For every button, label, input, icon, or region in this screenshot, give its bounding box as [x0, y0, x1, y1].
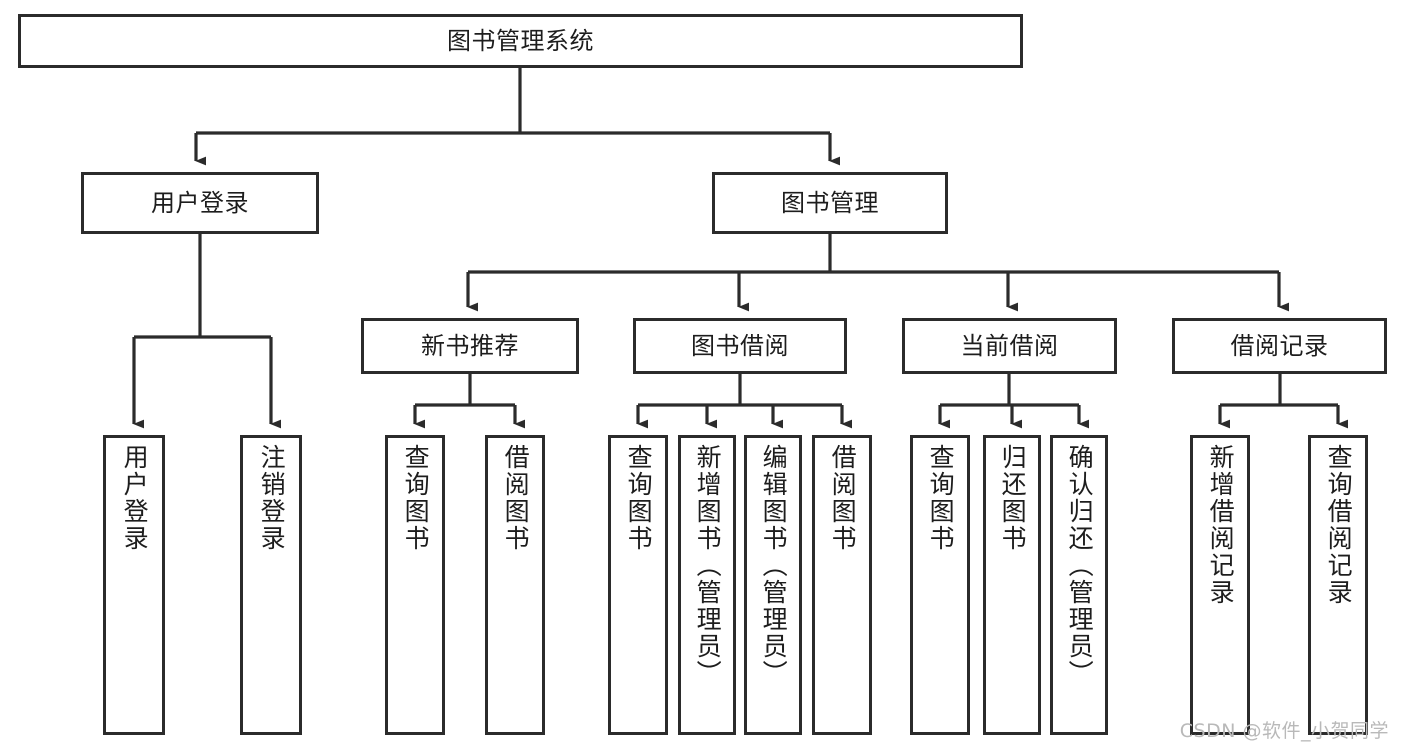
node-leaf-confirm-return[interactable]: 确认归还（管理员） — [1050, 435, 1108, 735]
node-borrow-record[interactable]: 借阅记录 — [1172, 318, 1387, 374]
node-user-login[interactable]: 用户登录 — [81, 172, 319, 234]
node-leaf-edit-book[interactable]: 编辑图书（管理员） — [744, 435, 802, 735]
node-leaf-query-record[interactable]: 查询借阅记录 — [1308, 435, 1368, 735]
node-leaf-return-book[interactable]: 归还图书 — [983, 435, 1041, 735]
node-label-leaf-return-book: 归还图书 — [998, 444, 1028, 552]
node-label-current-borrow: 当前借阅 — [960, 331, 1059, 360]
node-label-leaf-query-book-borrow: 查询图书 — [624, 444, 654, 552]
node-leaf-query-book-rec[interactable]: 查询图书 — [385, 435, 445, 735]
node-leaf-query-book-cur[interactable]: 查询图书 — [910, 435, 970, 735]
node-label-borrow-record: 借阅记录 — [1230, 331, 1329, 360]
node-leaf-user-login[interactable]: 用户登录 — [103, 435, 165, 735]
node-label-leaf-query-book-cur: 查询图书 — [926, 444, 956, 552]
node-current-borrow[interactable]: 当前借阅 — [902, 318, 1117, 374]
node-label-leaf-add-book: 新增图书（管理员） — [693, 444, 723, 687]
node-label-root: 图书管理系统 — [447, 26, 594, 55]
node-leaf-logout[interactable]: 注销登录 — [240, 435, 302, 735]
node-label-leaf-confirm-return: 确认归还（管理员） — [1065, 444, 1095, 687]
node-label-book-borrow: 图书借阅 — [691, 331, 789, 360]
node-leaf-borrow-book[interactable]: 借阅图书 — [812, 435, 872, 735]
node-label-leaf-borrow-book: 借阅图书 — [828, 444, 858, 552]
node-label-leaf-borrow-book-rec: 借阅图书 — [501, 444, 531, 552]
node-leaf-borrow-book-rec[interactable]: 借阅图书 — [485, 435, 545, 735]
csdn-watermark: CSDN @软件_小贺同学 — [1179, 720, 1389, 742]
node-book-manage[interactable]: 图书管理 — [712, 172, 948, 234]
node-label-leaf-logout: 注销登录 — [257, 444, 287, 552]
node-label-leaf-query-book-rec: 查询图书 — [401, 444, 431, 552]
node-leaf-add-book[interactable]: 新增图书（管理员） — [678, 435, 736, 735]
node-root[interactable]: 图书管理系统 — [18, 14, 1023, 68]
node-label-leaf-add-record: 新增借阅记录 — [1206, 444, 1236, 606]
node-label-new-book-rec: 新书推荐 — [421, 331, 519, 360]
node-leaf-add-record[interactable]: 新增借阅记录 — [1190, 435, 1250, 735]
node-label-user-login: 用户登录 — [151, 188, 249, 217]
node-label-leaf-query-record: 查询借阅记录 — [1324, 444, 1354, 606]
node-label-leaf-edit-book: 编辑图书（管理员） — [759, 444, 789, 687]
node-new-book-rec[interactable]: 新书推荐 — [361, 318, 579, 374]
node-label-leaf-user-login: 用户登录 — [120, 444, 150, 552]
node-label-book-manage: 图书管理 — [781, 188, 879, 217]
node-book-borrow[interactable]: 图书借阅 — [633, 318, 847, 374]
node-leaf-query-book-borrow[interactable]: 查询图书 — [608, 435, 668, 735]
